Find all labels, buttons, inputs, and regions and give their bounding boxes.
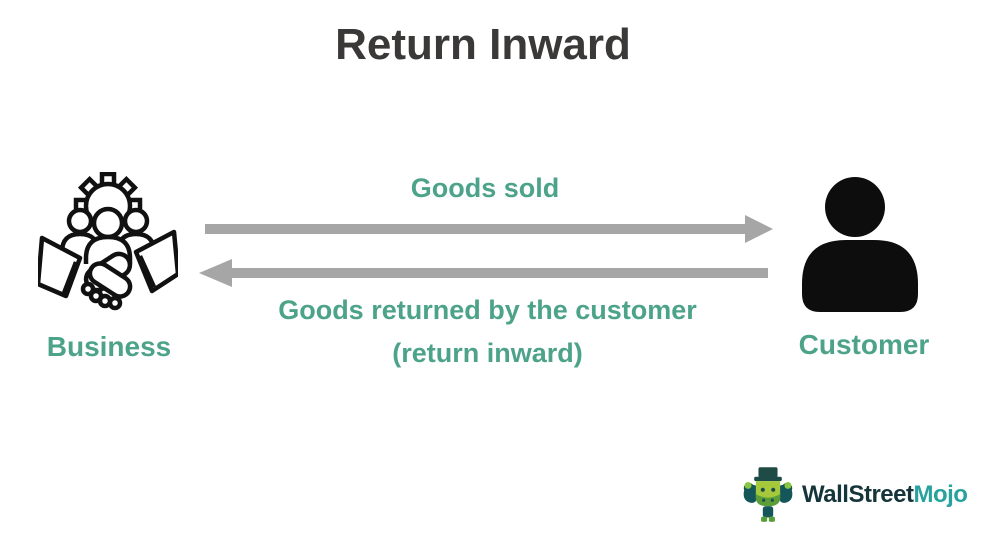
logo-text-wallstreet: WallStreet [802, 481, 914, 508]
logo-text-mojo: Mojo [913, 481, 968, 508]
page-title: Return Inward [335, 20, 631, 69]
wallstreetmojo-logo: WallStreetMojo [742, 464, 968, 526]
business-label: Business [46, 331, 172, 362]
business-handshake-icon [38, 172, 178, 311]
goods-returned-arrow-left [199, 259, 768, 287]
goods-sold-label: Goods sold [410, 173, 560, 203]
customer-person-icon [802, 177, 918, 312]
return-inward-sublabel: (return inward) [392, 338, 583, 368]
people-icon [59, 206, 157, 264]
customer-label: Customer [798, 329, 930, 360]
goods-sold-arrow-right [205, 215, 773, 243]
wallstreetmojo-wordmark: WallStreetMojo [802, 481, 968, 508]
handshake-icon [38, 229, 178, 311]
wallstreetmojo-mascot-icon [743, 467, 793, 522]
goods-returned-label: Goods returned by the customer [278, 295, 697, 325]
